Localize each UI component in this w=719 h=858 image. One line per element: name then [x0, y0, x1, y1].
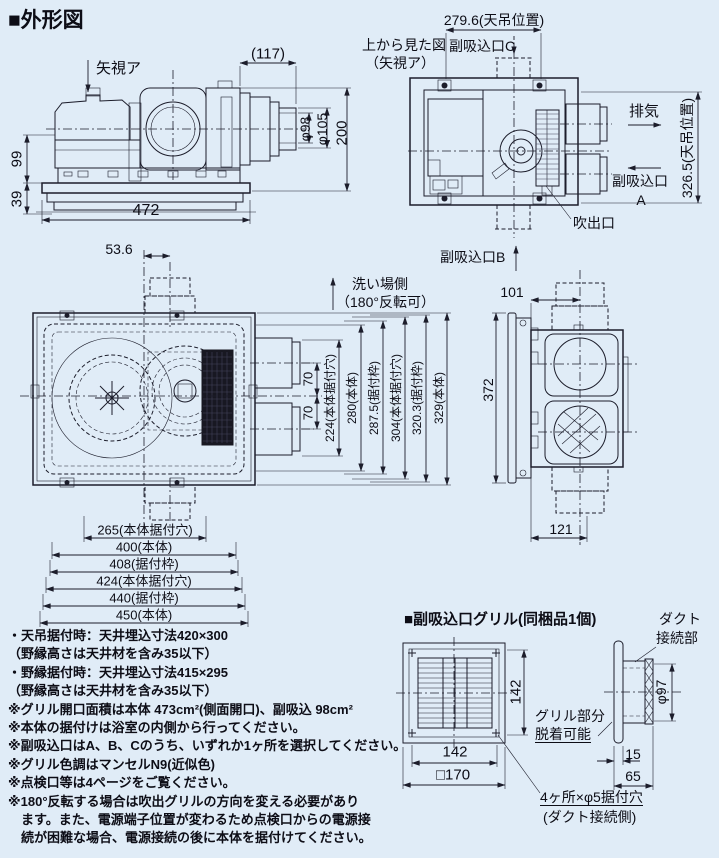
sub-inlet-b-label: 副吸込口B	[440, 249, 506, 265]
note-line: ※180°反転する場合は吹出グリルの方向を変える必要があり	[8, 793, 360, 809]
note-line: ※副吸込口はA、B、Cのうち、いずれか1ヶ所を選択してください。	[8, 738, 407, 754]
top-view-drawing	[408, 27, 702, 271]
dim-70-lower: 70	[300, 405, 316, 421]
note-line: 続が困難な場合、電源接続の後に本体を据付けてください。	[8, 830, 372, 846]
grille-dim-142-vertical: 142	[507, 679, 525, 705]
grille-dim-170: □170	[435, 766, 471, 784]
note-line: （野縁高さは天井材を含み35以下）	[8, 683, 218, 699]
dim-450: 450(本体)	[115, 607, 173, 623]
note-line: ※グリル開口面積は本体 473cm²(側面開口)、副吸込 98cm²	[8, 701, 353, 717]
side-view-drawing	[23, 60, 351, 224]
dim-121: 121	[549, 521, 573, 537]
sub-inlet-c-label: 副吸込口C	[449, 38, 516, 54]
note-line: （野縁高さは天井材を含み35以下）	[8, 646, 218, 662]
right-side-view-drawing	[492, 270, 640, 545]
note-line: ・野縁据付時：天井埋込寸法415×295	[8, 664, 228, 680]
dim-70-upper: 70	[300, 371, 316, 387]
note-line: ・天吊据付時：天井埋込寸法420×300	[8, 628, 228, 643]
dim-408: 408(据付枠)	[109, 556, 179, 572]
dim-326-5: 326.5(天吊位置)	[679, 97, 695, 199]
grille-front-view-drawing	[396, 637, 541, 794]
dim-287-5: 287.5(据付枠)	[367, 360, 381, 436]
duct-connection-label-line1: ダクト	[659, 611, 701, 627]
dim-329: 329(本体)	[432, 371, 446, 425]
sub-inlet-a-label: 副吸込口	[612, 173, 668, 189]
grille-section-title: ■副吸込口グリル(同梱品1個)	[404, 611, 597, 628]
sub-inlet-a-letter: A	[636, 192, 646, 208]
note-line: ※点検口等は4ページをご覧ください。	[8, 775, 236, 791]
dim-39: 39	[8, 190, 26, 208]
dim-200: 200	[333, 120, 351, 146]
dim-440: 440(据付枠)	[109, 590, 179, 606]
grille-removable-label-line2: 脱着可能	[535, 726, 591, 743]
outlet-label: 吹出口	[573, 215, 615, 231]
note-line: ※本体の据付けは浴室の内側から行ってください。	[8, 720, 306, 736]
dim-400: 400(本体)	[115, 539, 173, 555]
dim-424: 424(本体据付穴)	[96, 573, 192, 589]
dim-279-6: 279.6(天吊位置)	[443, 12, 545, 28]
dim-117: (117)	[251, 45, 285, 63]
grille-side-view-drawing	[597, 640, 682, 790]
grille-holes-label-line2: (ダクト接続側)	[543, 809, 637, 825]
dim-320-3: 320.3(据付枠)	[410, 360, 424, 436]
dim-phi98: φ98	[297, 116, 313, 142]
dim-phi105: φ105	[314, 112, 330, 146]
bottom-view-drawing	[20, 250, 451, 627]
duct-connection-label-line2: 接続部	[656, 630, 698, 646]
note-line: ※グリル色調はマンセルN9(近似色)	[8, 756, 215, 772]
grille-dim-65: 65	[625, 768, 641, 784]
dim-304: 304(本体据付穴)	[389, 353, 403, 443]
dim-265: 265(本体据付穴)	[97, 522, 193, 538]
grille-removable-label-line1: グリル部分	[535, 708, 605, 724]
dim-372: 372	[480, 378, 496, 402]
wash-side-label-line2: （180°反転可）	[336, 294, 435, 310]
note-line: ます。また、電源端子位置が変わるため点検口からの電源接	[8, 812, 371, 828]
grille-dim-15: 15	[625, 746, 641, 762]
wash-side-label-line1: 洗い場側	[352, 276, 408, 292]
installation-notes: ・天吊据付時：天井埋込寸法420×300 （野縁高さは天井材を含み35以下） ・…	[8, 627, 410, 848]
exhaust-label: 排気	[629, 103, 660, 120]
dim-224: 224(本体据付穴)	[323, 353, 337, 443]
top-view-caption-line1: 上から見た図	[362, 37, 446, 53]
dim-99: 99	[8, 150, 26, 168]
arrow-view-label: 矢視ア	[96, 60, 142, 77]
grille-holes-label-line1: 4ヶ所×φ5据付穴	[540, 789, 643, 806]
top-view-caption-line2: （矢視ア）	[365, 55, 435, 71]
dim-101: 101	[500, 284, 524, 300]
grille-dim-142-horizontal: 142	[442, 743, 468, 761]
dim-280: 280(本体)	[345, 371, 359, 425]
grille-dim-phi97: φ97	[653, 679, 669, 705]
dim-472: 472	[132, 202, 160, 219]
page-title: ■外形図	[8, 9, 84, 32]
dim-53-6: 53.6	[105, 241, 133, 257]
